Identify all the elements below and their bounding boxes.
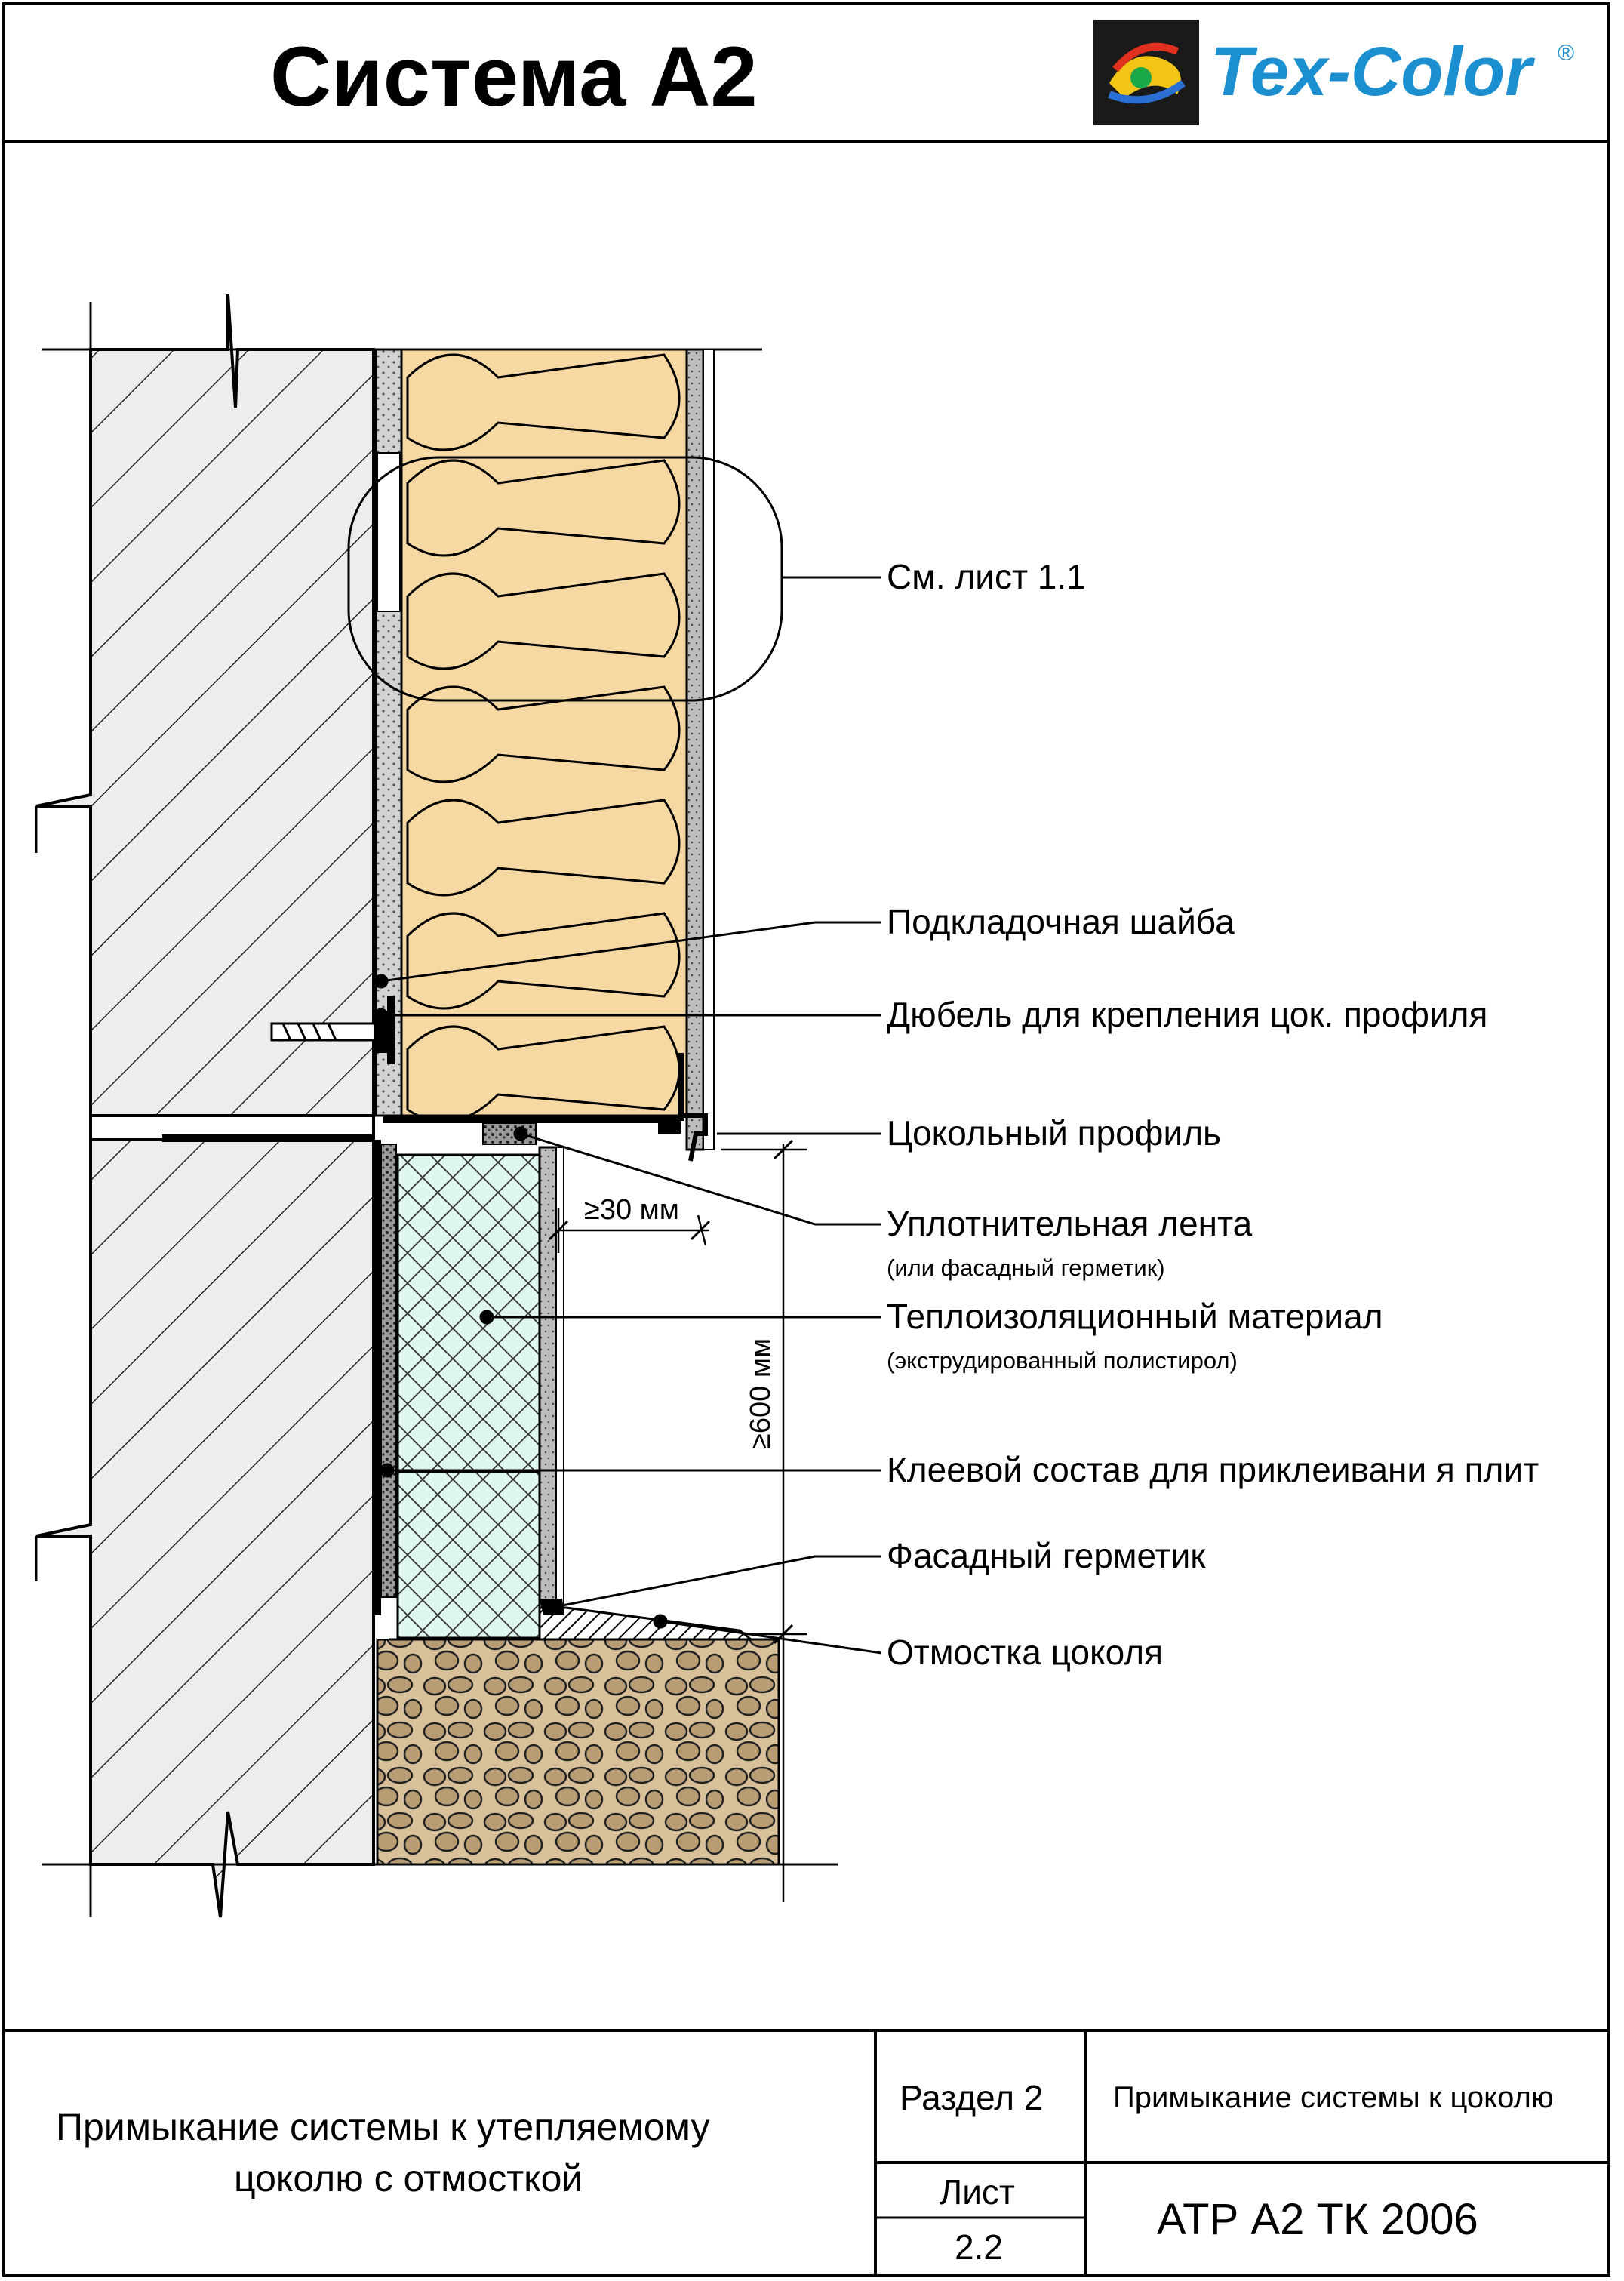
callout-washer: Подкладочная шайба bbox=[887, 902, 1235, 941]
callout-insulation: Теплоизоляционный материал bbox=[887, 1297, 1383, 1336]
title-block-sheet-label: Лист bbox=[940, 2172, 1015, 2212]
title-block bbox=[4, 2029, 1609, 2276]
callout-sealing-tape-note: (или фасадный герметик) bbox=[887, 1254, 1165, 1281]
callout-reference: См. лист 1.1 bbox=[887, 557, 1086, 596]
callout-insulation-note: (экструдированный полистирол) bbox=[887, 1347, 1238, 1374]
blind-area bbox=[538, 1606, 755, 1641]
title-block-code: АТР А2 ТК 2006 bbox=[1157, 2195, 1478, 2244]
logo-text: Tex-Color bbox=[1210, 33, 1535, 110]
adhesive-lower bbox=[380, 1144, 397, 1598]
dimension-gap bbox=[548, 1208, 711, 1253]
xps-board bbox=[396, 1153, 541, 1639]
dimension-height-label: ≥600 мм bbox=[745, 1338, 777, 1449]
page-title: Система А2 bbox=[270, 29, 758, 124]
callout-facade-sealant: Фасадный герметик bbox=[887, 1536, 1206, 1575]
callout-adhesive: Клеевой состав для приклеивани я плит bbox=[887, 1450, 1539, 1489]
dimension-gap-label: ≥30 мм bbox=[584, 1194, 679, 1226]
section-drawing: ≥30 мм ≥600 мм bbox=[35, 294, 1539, 1918]
title-block-sheet-number: 2.2 bbox=[955, 2227, 1003, 2267]
logo-registered-mark: ® bbox=[1558, 41, 1574, 66]
upper-wall bbox=[35, 294, 375, 1117]
base-coat-lower bbox=[538, 1146, 558, 1624]
dowel-icon bbox=[270, 996, 395, 1064]
callout-plinth-profile: Цокольный профиль bbox=[887, 1113, 1221, 1153]
title-block-description-line1: Примыкание системы к утепляемому bbox=[56, 2106, 709, 2148]
title-block-section-title: Примыкание системы к цоколю bbox=[1113, 2081, 1554, 2114]
callout-dowel: Дюбель для крепления цок. профиля bbox=[887, 995, 1487, 1034]
callout-blind-area: Отмостка цоколя bbox=[887, 1633, 1163, 1672]
ground bbox=[376, 1638, 780, 1866]
base-coat-upper bbox=[685, 348, 705, 1151]
reference-bubble bbox=[347, 456, 783, 702]
lower-wall bbox=[35, 1138, 375, 1918]
callout-sealing-tape: Уплотнительная лента bbox=[887, 1204, 1253, 1243]
title-block-section-label: Раздел 2 bbox=[900, 2078, 1043, 2117]
mineral-wool bbox=[400, 348, 688, 1117]
leader-lines bbox=[374, 576, 882, 1655]
title-block-description-line2: цоколю с отмосткой bbox=[234, 2157, 583, 2199]
tex-color-logo-icon bbox=[1093, 20, 1199, 125]
